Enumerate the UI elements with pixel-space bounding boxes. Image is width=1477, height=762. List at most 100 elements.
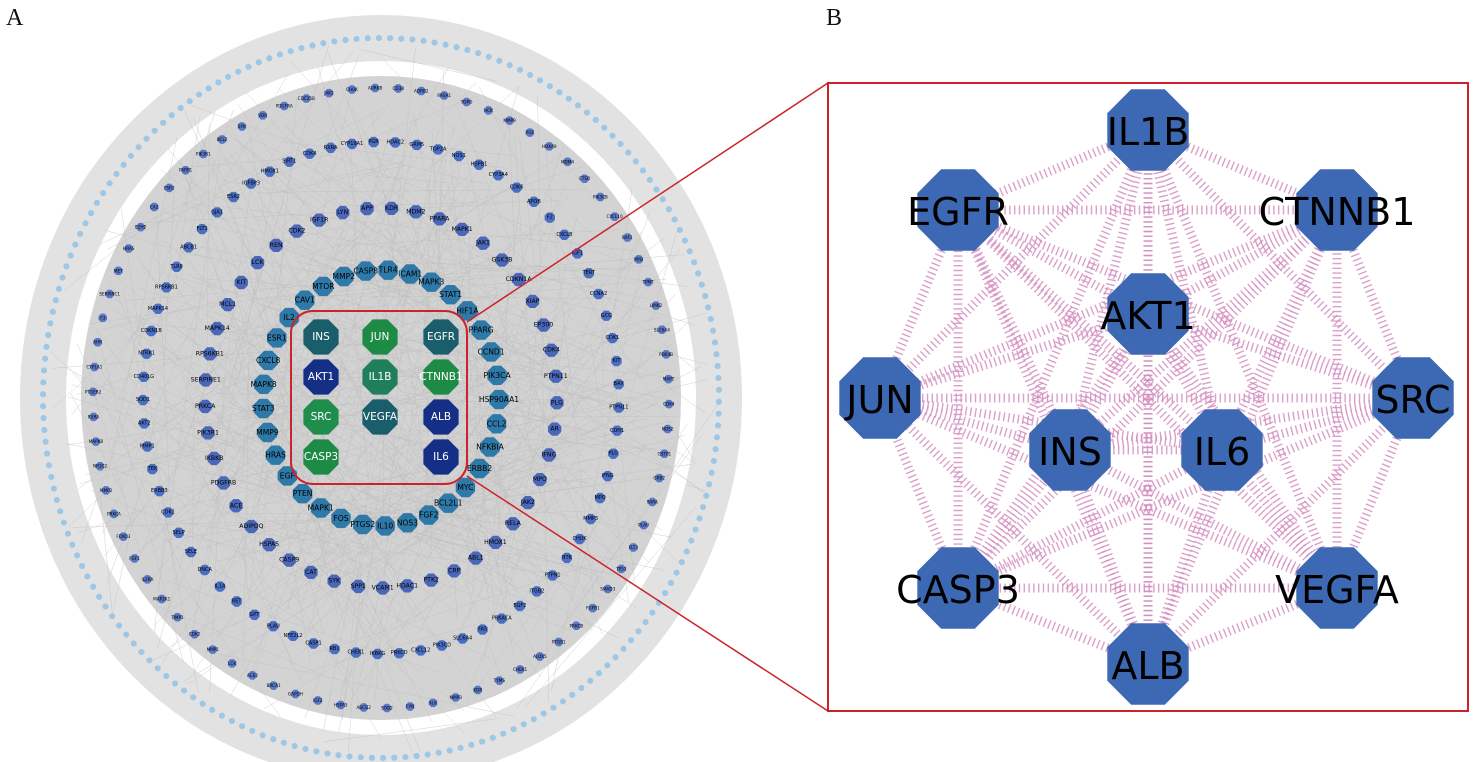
node-label: MET	[114, 268, 123, 273]
node-label: PRKCD	[391, 650, 408, 656]
node-casp9	[282, 553, 296, 567]
node-hck	[484, 106, 493, 115]
network-edge	[338, 121, 390, 194]
node-label: NOS2	[662, 427, 674, 432]
node-outer	[313, 748, 320, 755]
node-outer	[705, 304, 712, 311]
node-myc	[455, 477, 476, 498]
node-nr3c2	[95, 462, 105, 471]
node-label: PIK3CD	[433, 643, 451, 649]
panel-b-letter: B	[826, 5, 842, 31]
node-label: GRM5	[409, 142, 424, 148]
node-label: CDK4	[303, 151, 317, 157]
node-outer	[715, 375, 722, 381]
node-label: ESR1	[267, 333, 287, 342]
network-edge	[262, 461, 268, 578]
node-tert	[583, 268, 594, 279]
network-edge	[192, 409, 195, 568]
node-outer	[82, 220, 89, 227]
core-node-label: SRC	[311, 411, 332, 423]
node-outer	[74, 552, 80, 559]
node-myb	[634, 255, 643, 264]
node-outer	[496, 57, 503, 64]
node-label: MMP2	[333, 272, 356, 281]
node-rxra	[325, 142, 336, 153]
node-label: IGF1R	[310, 217, 329, 224]
network-edge	[130, 395, 465, 733]
node-serpinc1	[105, 289, 114, 299]
network-edge	[339, 343, 545, 691]
node-esr2	[228, 191, 239, 203]
node-outer	[270, 736, 277, 743]
network-edge	[308, 258, 630, 404]
node-outer	[715, 422, 721, 429]
node-outer	[475, 50, 482, 57]
network-edge	[241, 360, 250, 484]
node-outer	[575, 102, 581, 109]
node-outer	[485, 53, 492, 60]
node-outer	[154, 665, 161, 672]
panel-b-nodes: IL1BCTNNB1SRCVEGFAALBCASP3JUNEGFRAKT1INS…	[839, 89, 1454, 705]
node-plau	[268, 621, 279, 632]
network-edge	[551, 257, 643, 692]
node-hmox1	[488, 535, 503, 549]
node-outer	[446, 747, 453, 754]
node-hsp90aa1	[489, 389, 509, 410]
node-outer	[177, 105, 184, 111]
node-hif1a	[457, 301, 478, 321]
node-abl1	[469, 551, 483, 565]
node-label: CDK1	[605, 335, 619, 341]
node-label: MPO	[594, 495, 605, 501]
node-outer	[357, 754, 364, 761]
node-outer	[716, 386, 722, 393]
network-edge	[257, 188, 588, 193]
node-outer	[715, 410, 722, 417]
node-limk2	[651, 301, 661, 310]
core-node-egfr	[423, 319, 459, 355]
node-label: APP	[361, 205, 373, 212]
node-outer	[287, 48, 294, 55]
node-label: PRKCB	[570, 623, 584, 628]
node-label: RELA	[505, 520, 522, 527]
network-edge	[280, 141, 508, 169]
node-hdac2	[390, 137, 401, 148]
core-node-label: JUN	[370, 331, 390, 343]
node-label: PDGFRB	[211, 480, 236, 487]
network-edge	[271, 242, 560, 361]
node-label: JAK2	[520, 499, 535, 506]
node-label: PPARA	[430, 215, 450, 222]
network-edge	[440, 267, 553, 271]
network-edge	[311, 551, 632, 655]
node-label: IFNG	[602, 473, 614, 479]
network-edge	[241, 275, 557, 353]
zoom-connector-lines	[466, 82, 829, 712]
node-label: CDK2	[288, 228, 305, 235]
core-node-label: INS	[312, 331, 330, 343]
node-f3	[98, 313, 107, 323]
edge-casp3-il6	[955, 446, 1225, 592]
node-label: MCL1	[219, 301, 236, 308]
node-mmp9	[505, 116, 514, 125]
node-outer	[123, 631, 130, 638]
node-plg	[608, 448, 619, 459]
node-label: GCG	[601, 313, 612, 319]
node-cxcl8	[559, 229, 570, 240]
node-outer	[565, 95, 572, 102]
node-label: STAT1	[439, 290, 462, 299]
network-edge	[537, 97, 549, 702]
node-mapk14	[152, 303, 164, 314]
node-label: MMP9	[503, 118, 516, 123]
network-edge	[202, 141, 296, 308]
node-casp1	[308, 638, 319, 649]
node-outer	[620, 645, 627, 652]
node-label: MMP1	[140, 444, 155, 450]
node-outer	[696, 515, 703, 522]
node-label: PIK3CA	[484, 371, 512, 380]
network-edge	[538, 432, 704, 659]
node-label: FLT1	[196, 226, 207, 232]
zoom-connector-bottom	[466, 475, 829, 712]
core-node-ctnnb1	[423, 359, 459, 395]
node-cdh1	[611, 425, 623, 436]
node-label: FGF2	[419, 511, 439, 520]
node-gsk3b	[495, 253, 509, 267]
